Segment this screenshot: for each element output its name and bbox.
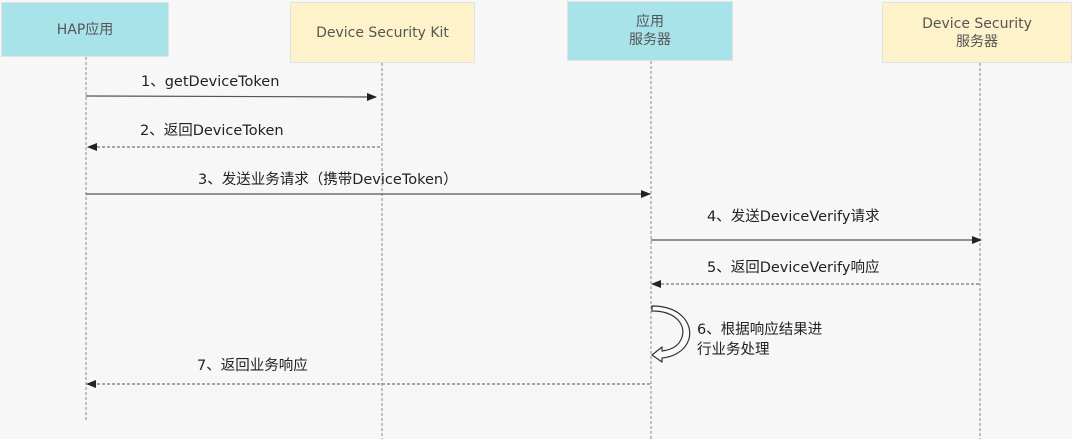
message-label-3: 3、发送业务请求（携带DeviceToken） [198, 172, 458, 188]
participant-app-server: 应用 服务器 [567, 1, 733, 61]
self-process-curved-arrow-icon [651, 305, 691, 363]
participant-label-line1: Device Security [922, 15, 1032, 32]
message-label-7: 7、返回业务响应 [197, 358, 308, 374]
self-process-note-line1: 6、根据响应结果进 [697, 322, 823, 338]
participant-device-security-server: Device Security 服务器 [882, 2, 1072, 63]
participant-label: Device Security Kit [316, 24, 449, 41]
participant-label: HAP应用 [56, 21, 114, 38]
message-label-1: 1、getDeviceToken [141, 74, 280, 90]
participant-hap-app: HAP应用 [1, 2, 169, 57]
message-label-2: 2、返回DeviceToken [140, 123, 284, 139]
message-arrow-1 [85, 92, 377, 101]
message-label-4: 4、发送DeviceVerify请求 [707, 209, 880, 225]
participant-label-line2: 服务器 [956, 33, 998, 50]
message-label-5: 5、返回DeviceVerify响应 [707, 260, 880, 276]
self-process-note-line2: 行业务处理 [697, 342, 770, 358]
self-process-note: 6、根据响应结果进 行业务处理 [697, 320, 822, 360]
participant-device-security-kit: Device Security Kit [290, 2, 475, 63]
participant-label-line2: 服务器 [629, 32, 671, 48]
participant-label-line1: 应用 [636, 14, 664, 30]
